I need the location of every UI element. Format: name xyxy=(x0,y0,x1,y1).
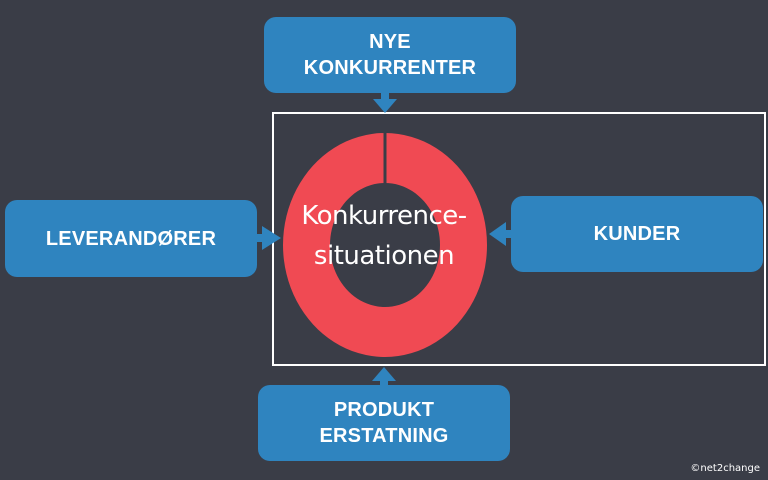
new-competitors-label-line2: KONKURRENTER xyxy=(303,57,477,79)
arrow-left xyxy=(256,226,281,250)
substitutes-label-line2: ERSTATNING xyxy=(319,425,449,447)
center-label-line2: situationen xyxy=(313,241,455,271)
copyright-notice: ©net2change xyxy=(690,463,760,474)
suppliers-label: LEVERANDØRER xyxy=(45,227,217,250)
substitutes-box: PRODUKT ERSTATNING xyxy=(258,385,510,461)
suppliers-box: LEVERANDØRER xyxy=(5,200,257,277)
arrow-bottom xyxy=(372,367,396,386)
competition-ring xyxy=(283,133,488,358)
arrow-top xyxy=(373,92,397,113)
center-label-line1: Konkurrence- xyxy=(301,201,467,231)
competition-situation-label: Konkurrence- situationen xyxy=(274,196,494,276)
new-competitors-label-line1: NYE xyxy=(369,31,411,53)
arrow-right xyxy=(489,222,512,246)
customers-label: KUNDER xyxy=(593,223,681,245)
customers-box: KUNDER xyxy=(511,196,763,272)
substitutes-label-line1: PRODUKT xyxy=(333,399,435,421)
new-competitors-box: NYE KONKURRENTER xyxy=(264,17,516,93)
